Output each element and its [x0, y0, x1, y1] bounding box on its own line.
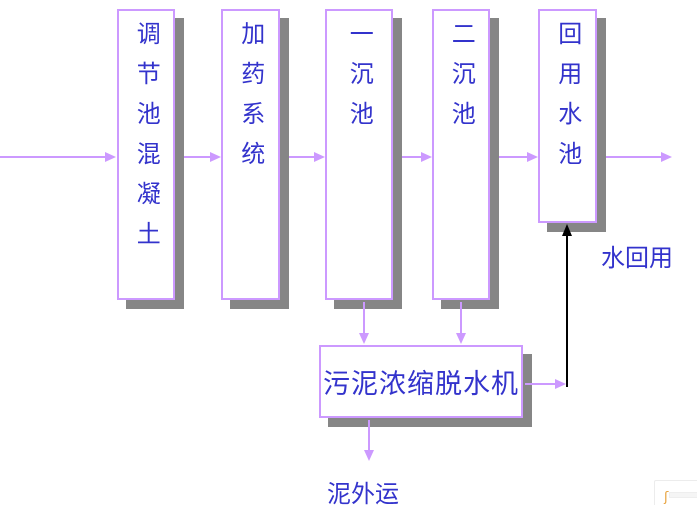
arrow-primary-sludge-line: [363, 302, 365, 334]
arrow-sludge-out-head-icon: [364, 450, 374, 461]
box-sludge-dewatering-label: 污泥浓缩脱水机: [323, 369, 519, 400]
arrow-secondary-sludge-line: [460, 302, 462, 334]
box-sludge-dewatering: 污泥浓缩脱水机: [319, 345, 523, 418]
arrow-box4-box5-line: [491, 156, 528, 158]
box-reuse-water-tank-label: 回用水池: [553, 21, 582, 181]
box-regulating-tank: 调节池混凝土: [117, 9, 175, 300]
return-water-head-icon: [562, 224, 572, 236]
box-regulating-tank-label: 调节池混凝土: [132, 21, 161, 261]
label-sludge-out: 泥外运: [327, 480, 399, 505]
box-reuse-water-tank: 回用水池: [538, 9, 597, 223]
return-water-line: [566, 235, 568, 387]
arrow-primary-sludge-head-icon: [359, 333, 369, 344]
arrow-inlet-line: [0, 156, 106, 158]
box-primary-clarifier-label: 一沉池: [345, 21, 374, 141]
arrow-box2-box3-head-icon: [314, 152, 325, 162]
arrow-dewater-return-line: [525, 383, 556, 385]
arrow-box1-box2-head-icon: [210, 152, 221, 162]
arrow-box3-box4-line: [394, 156, 422, 158]
box-primary-clarifier: 一沉池: [325, 9, 393, 300]
arrow-outlet-line: [599, 156, 662, 158]
box-dosing-system: 加药系统: [221, 9, 280, 300]
arrow-secondary-sludge-head-icon: [456, 333, 466, 344]
box-secondary-clarifier-label: 二沉池: [447, 21, 476, 141]
arrow-inlet-head-icon: [105, 152, 116, 162]
arrow-sludge-out-line: [368, 420, 370, 451]
box-secondary-clarifier: 二沉池: [432, 9, 490, 300]
arrow-box4-box5-head-icon: [527, 152, 538, 162]
arrow-dewater-return-head-icon: [555, 379, 566, 389]
label-water-reuse: 水回用: [601, 244, 673, 272]
arrow-outlet-head-icon: [661, 152, 672, 162]
arrow-box1-box2-line: [176, 156, 211, 158]
corner-artifact-line: [669, 492, 697, 498]
box-dosing-system-label: 加药系统: [236, 21, 265, 181]
arrow-box2-box3-line: [281, 156, 315, 158]
arrow-box3-box4-head-icon: [421, 152, 432, 162]
corner-artifact-mark-icon: ʃ: [664, 490, 669, 505]
